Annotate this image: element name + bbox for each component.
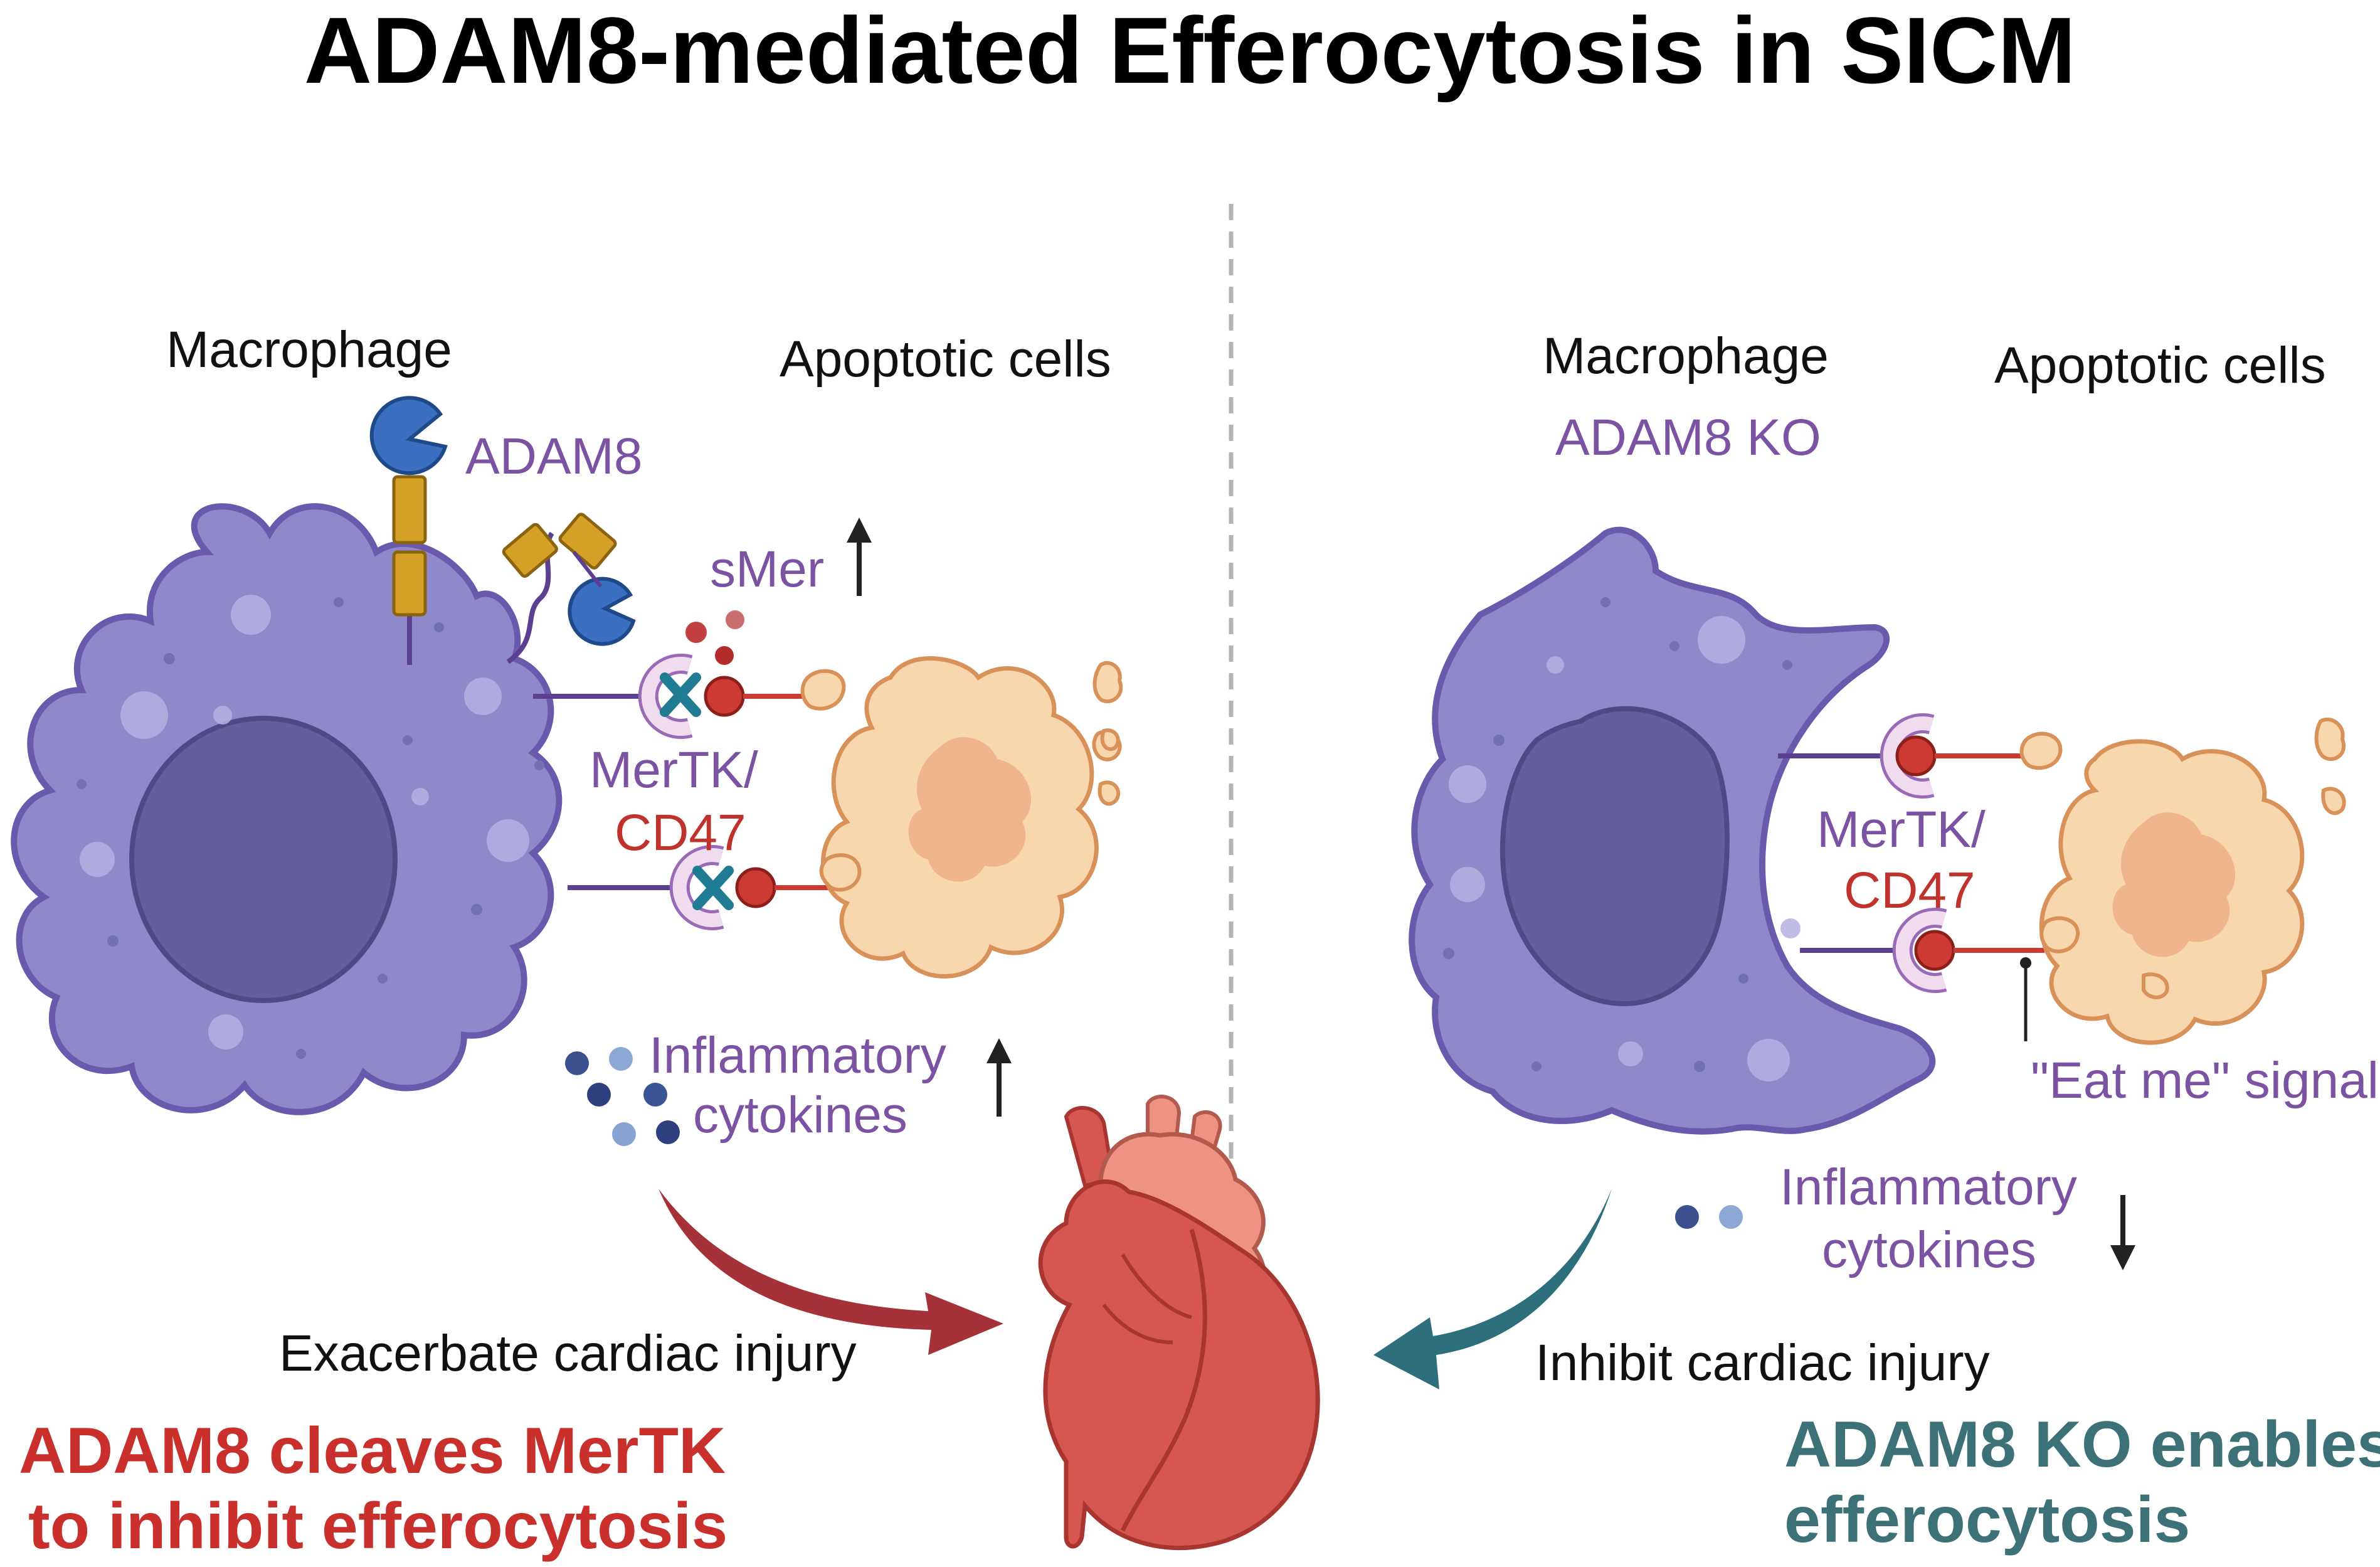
right-granules	[1443, 597, 1792, 1072]
adam8-label: ADAM8	[465, 428, 643, 485]
right-receptor-label-1: MerTK/	[1817, 801, 1986, 858]
heart-illustration	[1038, 1095, 1320, 1550]
smer-up-arrow	[847, 518, 872, 596]
left-receptor-lower	[568, 845, 869, 930]
smer-fragments	[685, 610, 744, 665]
right-receptor-upper	[1778, 713, 2023, 799]
left-apoptotic-cell	[800, 656, 1123, 979]
left-apoptotic-label: Apoptotic cells	[780, 331, 1111, 388]
right-conclusion-line-1: ADAM8 KO enables	[1784, 1408, 2380, 1481]
left-nucleus	[129, 716, 398, 1003]
right-vesicles	[1449, 616, 1801, 1081]
left-granules	[77, 597, 544, 1059]
right-effect-label: Inhibit cardiac injury	[1535, 1334, 1990, 1391]
left-cytokine-label-2: cytokines	[693, 1086, 907, 1144]
adam8-shed	[502, 513, 636, 664]
right-cytokine-down-arrow	[2110, 1195, 2135, 1270]
right-ko-label: ADAM8 KO	[1555, 409, 1821, 466]
left-cytokines	[565, 1047, 680, 1146]
right-cytokines	[1675, 1205, 1743, 1229]
eatme-pointer	[2020, 957, 2031, 1041]
left-macrophage	[11, 503, 563, 1115]
left-receptor-label-1: MerTK/	[590, 741, 758, 799]
right-nucleus	[1499, 706, 1730, 1007]
left-conclusion-line-2: to inhibit efferocytosis	[28, 1490, 728, 1563]
block-x-lower	[692, 866, 734, 910]
left-conclusion-line-1: ADAM8 cleaves MerTK	[19, 1415, 726, 1487]
right-receptor-lower	[1800, 908, 2044, 993]
right-apoptotic-label: Apoptotic cells	[1994, 337, 2326, 394]
right-cytokine-label-1: Inflammatory	[1780, 1159, 2077, 1216]
block-x-upper	[660, 672, 701, 717]
smer-label: sMer	[710, 541, 825, 598]
left-cytokine-label-1: Inflammatory	[649, 1027, 946, 1084]
exacerbate-arrow	[658, 1189, 1003, 1355]
right-macrophage-label: Macrophage	[1543, 327, 1829, 385]
inhibit-arrow	[1373, 1189, 1612, 1389]
right-apoptotic-cell	[2019, 717, 2346, 1045]
left-vesicles	[80, 595, 529, 1049]
figure-title: ADAM8-mediated Efferocytosis in SICM	[304, 0, 2076, 103]
left-macrophage-label: Macrophage	[166, 321, 452, 378]
right-macrophage	[1409, 526, 1936, 1135]
left-receptor-upper	[533, 654, 803, 739]
right-receptor-label-2: CD47	[1844, 862, 1975, 919]
left-effect-label: Exacerbate cardiac injury	[279, 1325, 857, 1382]
right-cytokine-label-2: cytokines	[1822, 1221, 2036, 1278]
left-receptor-label-2: CD47	[615, 804, 746, 861]
adam8-membrane	[369, 396, 448, 665]
eatme-label: "Eat me" signal	[2031, 1052, 2379, 1109]
right-conclusion-line-2: efferocytosis	[1784, 1484, 2191, 1556]
left-cytokine-up-arrow	[986, 1038, 1012, 1117]
